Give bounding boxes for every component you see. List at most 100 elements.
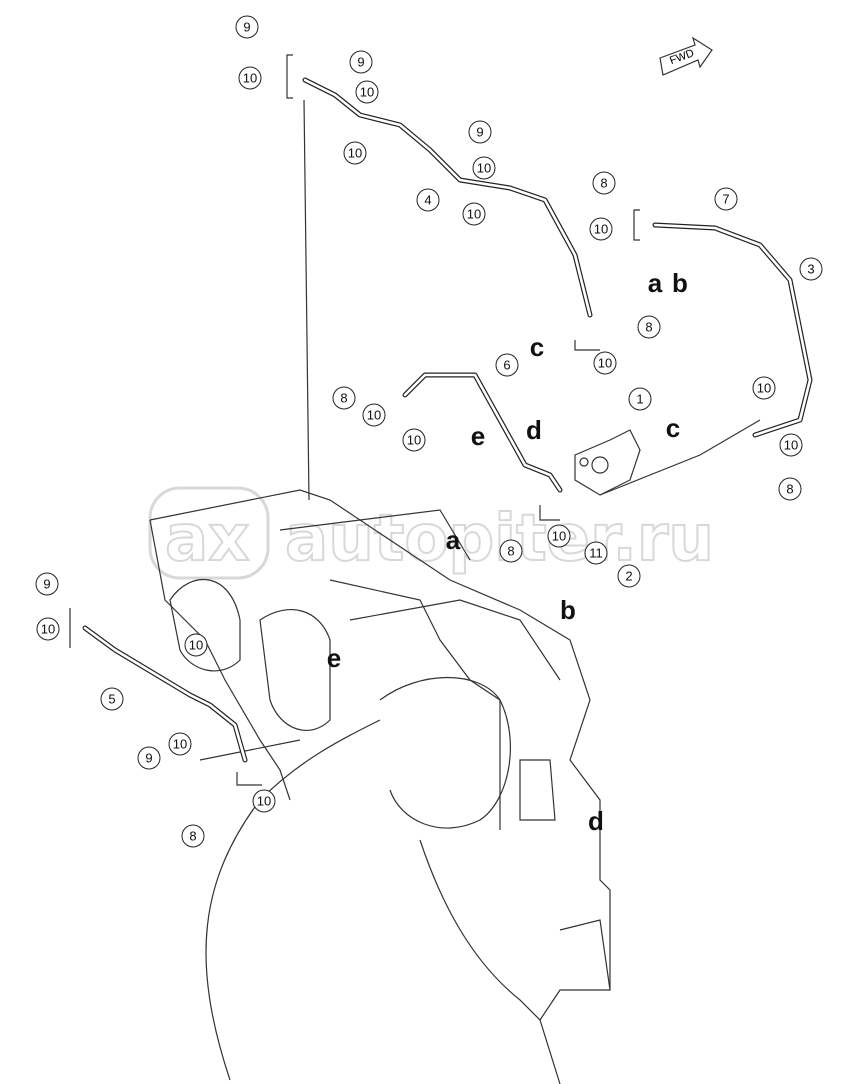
callout-circle	[752, 376, 776, 400]
callout-number: 9	[243, 20, 250, 35]
callout-8: 8	[181, 824, 205, 848]
callout-10: 10	[355, 80, 379, 104]
callout-number: 10	[257, 794, 271, 809]
callout-circle	[593, 351, 617, 375]
callout-number: 8	[340, 391, 347, 406]
callout-10: 10	[402, 428, 426, 452]
callout-10: 10	[462, 202, 486, 226]
callout-number: 8	[786, 482, 793, 497]
callout-circle	[35, 572, 59, 596]
fwd-arrow-icon: FWD	[659, 36, 713, 76]
callout-circle	[168, 732, 192, 756]
callout-circle	[343, 141, 367, 165]
reference-letter-a: a	[446, 525, 461, 555]
reference-letter-d: d	[526, 415, 542, 445]
callout-circle	[714, 187, 738, 211]
callout-number: 10	[477, 161, 491, 176]
callout-10: 10	[343, 141, 367, 165]
callout-8: 8	[332, 386, 356, 410]
callout-number: 10	[407, 433, 421, 448]
callout-circle	[184, 633, 208, 657]
callout-11: 11	[584, 541, 608, 565]
callout-number: 8	[645, 320, 652, 335]
callout-circle	[499, 539, 523, 563]
reference-letter-b: b	[672, 268, 688, 298]
callout-number: 3	[807, 262, 814, 277]
callout-circle	[468, 120, 492, 144]
callout-number: 2	[625, 569, 632, 584]
callout-5: 5	[100, 687, 124, 711]
reference-letter-b: b	[560, 595, 576, 625]
callout-circle	[137, 746, 161, 770]
callout-circle	[547, 524, 571, 548]
watermark-text: autopiter.ru	[285, 502, 714, 576]
callout-number: 4	[424, 193, 431, 208]
callout-3: 3	[799, 257, 823, 281]
tubes	[82, 77, 813, 763]
callout-10: 10	[779, 433, 803, 457]
callout-9: 9	[468, 120, 492, 144]
callout-7: 7	[714, 187, 738, 211]
callout-9: 9	[137, 746, 161, 770]
callout-circle	[462, 202, 486, 226]
callout-circle	[584, 541, 608, 565]
callout-10: 10	[36, 617, 60, 641]
callout-circle	[349, 50, 373, 74]
callout-number: 8	[189, 829, 196, 844]
callout-number: 9	[357, 55, 364, 70]
callout-9: 9	[235, 15, 259, 39]
callout-6: 6	[495, 353, 519, 377]
transmission-housing	[149, 489, 611, 1084]
callout-8: 8	[499, 539, 523, 563]
callout-10: 10	[168, 732, 192, 756]
reference-letter-e: e	[471, 421, 485, 451]
callout-4: 4	[416, 188, 440, 212]
reference-letter-a: a	[648, 268, 663, 298]
callout-1: 1	[628, 387, 652, 411]
callout-circle	[181, 824, 205, 848]
callout-number: 10	[367, 408, 381, 423]
reference-letter-c: c	[530, 332, 544, 362]
brackets	[69, 54, 640, 786]
callout-number: 9	[476, 125, 483, 140]
callout-10: 10	[547, 524, 571, 548]
valve-block	[574, 419, 761, 496]
callout-circle	[472, 156, 496, 180]
callout-10: 10	[589, 217, 613, 241]
callout-number: 10	[189, 638, 203, 653]
callout-10: 10	[472, 156, 496, 180]
callout-8: 8	[637, 315, 661, 339]
callout-number: 7	[722, 192, 729, 207]
callout-circle	[778, 477, 802, 501]
callout-10: 10	[238, 66, 262, 90]
callout-circle	[416, 188, 440, 212]
callout-circle	[36, 617, 60, 641]
callout-2: 2	[617, 564, 641, 588]
callout-circle	[779, 433, 803, 457]
callout-circle	[628, 387, 652, 411]
callout-number: 10	[757, 381, 771, 396]
callout-number: 1	[636, 392, 643, 407]
callout-number: 10	[41, 622, 55, 637]
watermark-logo: ax	[165, 502, 249, 576]
callout-circle	[332, 386, 356, 410]
callout-circle	[235, 15, 259, 39]
callout-9: 9	[35, 572, 59, 596]
callout-number: 10	[784, 438, 798, 453]
callouts: 9 10 9 10 9 10 10 4 10 8 10 7 3 8 10 6 8 10 10 1 10 10 8 8 10 11 2…	[35, 15, 823, 848]
callout-number: 6	[503, 358, 510, 373]
callout-circle	[617, 564, 641, 588]
callout-number: 8	[507, 544, 514, 559]
callout-number: 8	[600, 176, 607, 191]
callout-circle	[592, 171, 616, 195]
callout-number: 10	[594, 222, 608, 237]
callout-9: 9	[349, 50, 373, 74]
callout-circle	[495, 353, 519, 377]
callout-number: 10	[598, 356, 612, 371]
callout-number: 10	[348, 146, 362, 161]
callout-10: 10	[593, 351, 617, 375]
callout-number: 11	[589, 546, 603, 561]
callout-number: 10	[360, 85, 374, 100]
